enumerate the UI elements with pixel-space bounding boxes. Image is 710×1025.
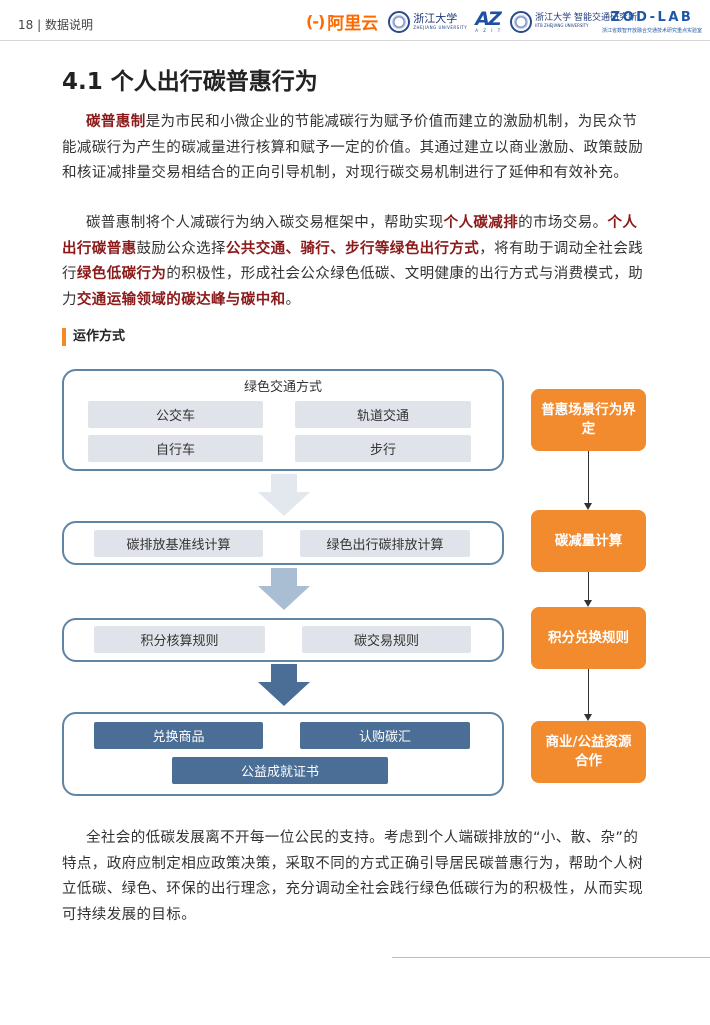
arrow-down-icon (584, 600, 592, 607)
paragraph-personal-carbon: 碳普惠制将个人减碳行为纳入碳交易框架中，帮助实现个人碳减排的市场交易。个人出行碳… (62, 211, 650, 313)
diagram-item-bicycle: 自行车 (88, 435, 263, 462)
iitb-seal-icon (510, 10, 533, 33)
az-sub: A Z I T (475, 28, 503, 33)
highlight-phrase: 绿色低碳行为 (76, 266, 167, 282)
diagram-item-bus: 公交车 (88, 401, 263, 428)
down-arrow-icon (258, 568, 310, 610)
aliyun-name: 阿里云 (327, 14, 379, 34)
paragraph-text: 是为市民和小微企业的节能减碳行为赋予价值而建立的激励机制，为民众节能减碳行为产生… (62, 114, 644, 181)
down-arrow-icon (258, 664, 310, 706)
step-box-reduction: 碳减量计算 (531, 510, 646, 572)
diagram-item-trade-rule: 碳交易规则 (302, 626, 471, 653)
page-header: 18 | 数据说明 (18, 16, 93, 33)
zju-name: 浙江大学 (413, 12, 458, 25)
diagram-item-points-rule: 积分核算规则 (94, 626, 265, 653)
page-number: 18 (18, 18, 34, 32)
footer-line (392, 957, 710, 958)
paragraph-definition: 碳普惠制是为市民和小微企业的节能减碳行为赋予价值而建立的激励机制，为民众节能减碳… (62, 110, 650, 187)
iitb-sub: IITB ZHEJIANG UNIVERSITY (535, 23, 589, 29)
step-box-cooperation: 商业/公益资源合作 (531, 721, 646, 783)
diagram-group-title: 绿色交通方式 (243, 380, 322, 395)
zju-seal-icon (388, 10, 411, 33)
header-divider: | (37, 18, 45, 32)
diagram-item-green-trip-emission: 绿色出行碳排放计算 (300, 530, 470, 557)
zju-en: ZHEJIANG UNIVERSITY (413, 25, 468, 30)
diagram-item-walking: 步行 (295, 435, 471, 462)
page-title: 4.1 个人出行碳普惠行为 (62, 69, 318, 95)
iitb-name: 浙江大学 智能交通研究所 (535, 13, 638, 24)
highlight-phrase: 交通运输领域的碳达峰与碳中和 (76, 291, 286, 308)
diagram-item-baseline: 碳排放基准线计算 (94, 530, 263, 557)
zju-logo-text: 浙江大学 ZHEJIANG UNIVERSITY (413, 13, 467, 30)
section-label: 运作方式 (73, 329, 126, 344)
diagram-item-certificate: 公益成就证书 (172, 757, 388, 784)
connector-line (588, 451, 589, 503)
text-segment: 碳普惠制将个人减碳行为纳入碳交易框架中，帮助实现 (86, 215, 444, 231)
highlight-phrase: 公共交通、骑行、步行等绿色出行方式 (225, 240, 480, 257)
zod-lab-title: ZOD-LAB (610, 10, 694, 25)
step-box-scenario: 普惠场景行为界定 (531, 389, 646, 451)
header-section: 数据说明 (44, 18, 93, 32)
zod-lab-logo: ZOD-LAB 浙江省数智开放融合交通技术研究重点实验室 (600, 10, 704, 34)
text-segment: 鼓励公众选择 (136, 240, 226, 257)
highlight-term: 碳普惠制 (86, 114, 146, 130)
down-arrow-icon (258, 474, 310, 516)
highlight-phrase: 个人碳减排 (443, 215, 519, 231)
connector-line (588, 572, 589, 600)
diagram-item-rail: 轨道交通 (295, 401, 471, 428)
partner-logos: (-) 阿里云 浙江大学 ZHEJIANG UNIVERSITY AZ A Z … (306, 9, 638, 35)
highlight-phrase: 个人出行碳普惠 (62, 215, 638, 257)
arrow-down-icon (584, 503, 592, 510)
section-marker (62, 328, 66, 346)
paragraph-text: 全社会的低碳发展离不开每一位公民的支持。考虑到个人端碳排放的“小、散、杂”的特点… (62, 830, 644, 923)
text-segment: 的积极性，形成社会公众绿色低碳、文明健康的出行方式与消费模式，助力 (62, 266, 644, 308)
connector-line (588, 669, 589, 714)
az-mark: AZ (475, 8, 502, 30)
iitb-logo: 浙江大学 智能交通研究所 IITB ZHEJIANG UNIVERSITY (535, 13, 638, 29)
step-box-points: 积分兑换规则 (531, 607, 646, 669)
header-divider-line (0, 40, 710, 41)
text-segment: ，将有助于调动全社会践行 (62, 240, 644, 283)
diagram-item-redeem-goods: 兑换商品 (94, 722, 263, 749)
aliyun-logo: (-) 阿里云 (306, 9, 378, 34)
paragraph-conclusion: 全社会的低碳发展离不开每一位公民的支持。考虑到个人端碳排放的“小、散、杂”的特点… (62, 826, 650, 928)
zod-lab-subtitle: 浙江省数智开放融合交通技术研究重点实验室 (601, 28, 702, 34)
arrow-down-icon (584, 714, 592, 721)
text-segment: 的市场交易。 (518, 215, 608, 231)
az-logo: AZ A Z I T (475, 10, 502, 33)
diagram-item-carbon-sink: 认购碳汇 (300, 722, 470, 749)
text-segment: 。 (285, 291, 301, 308)
aliyun-mark-icon: (-) (306, 12, 325, 31)
